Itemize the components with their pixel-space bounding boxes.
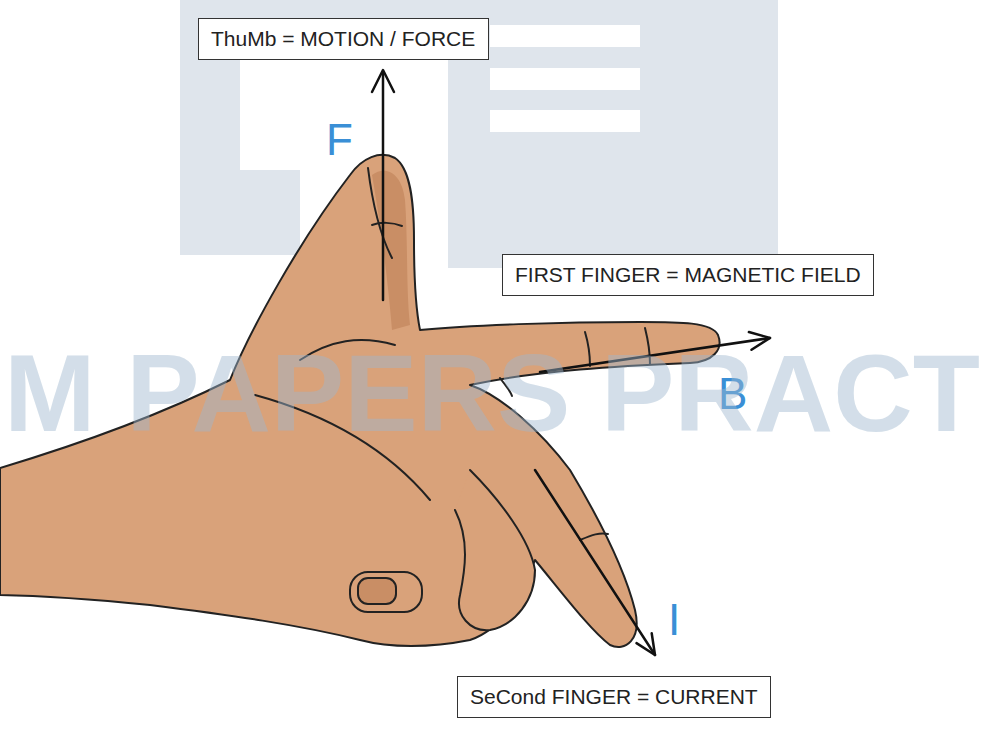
current-arrow: [535, 470, 655, 655]
rule-text: SeCond FINGER = CURRENT: [470, 685, 758, 709]
rule-box: SeCond FINGER = CURRENT: [457, 676, 771, 718]
ring-finger: [455, 470, 535, 630]
force-arrow: [382, 72, 385, 300]
little-finger-nail: [358, 578, 396, 604]
vector-letter: F: [326, 118, 353, 162]
thumb-crease: [372, 223, 402, 226]
current-arrowhead: [637, 633, 656, 655]
logo-bar: [490, 110, 640, 132]
thumb-shade: [372, 171, 410, 330]
rule-text: FIRST FINGER = MAGNETIC FIELD: [515, 263, 861, 287]
rule-box: FIRST FINGER = MAGNETIC FIELD: [502, 254, 874, 296]
logo-bar: [490, 25, 640, 47]
rule-text: ThuMb = MOTION / FORCE: [211, 27, 476, 51]
thumb-nail: [368, 168, 392, 258]
little-finger: [350, 572, 422, 612]
logo-bar: [490, 68, 640, 90]
watermark-logo: [180, 0, 778, 268]
rule-box: ThuMb = MOTION / FORCE: [198, 18, 489, 60]
watermark-text: M PAPERS PRACT: [4, 338, 980, 448]
logo-box: [448, 0, 778, 268]
vector-letter: I: [668, 598, 680, 642]
middle-crease: [580, 533, 608, 540]
force-arrowhead: [372, 70, 394, 92]
